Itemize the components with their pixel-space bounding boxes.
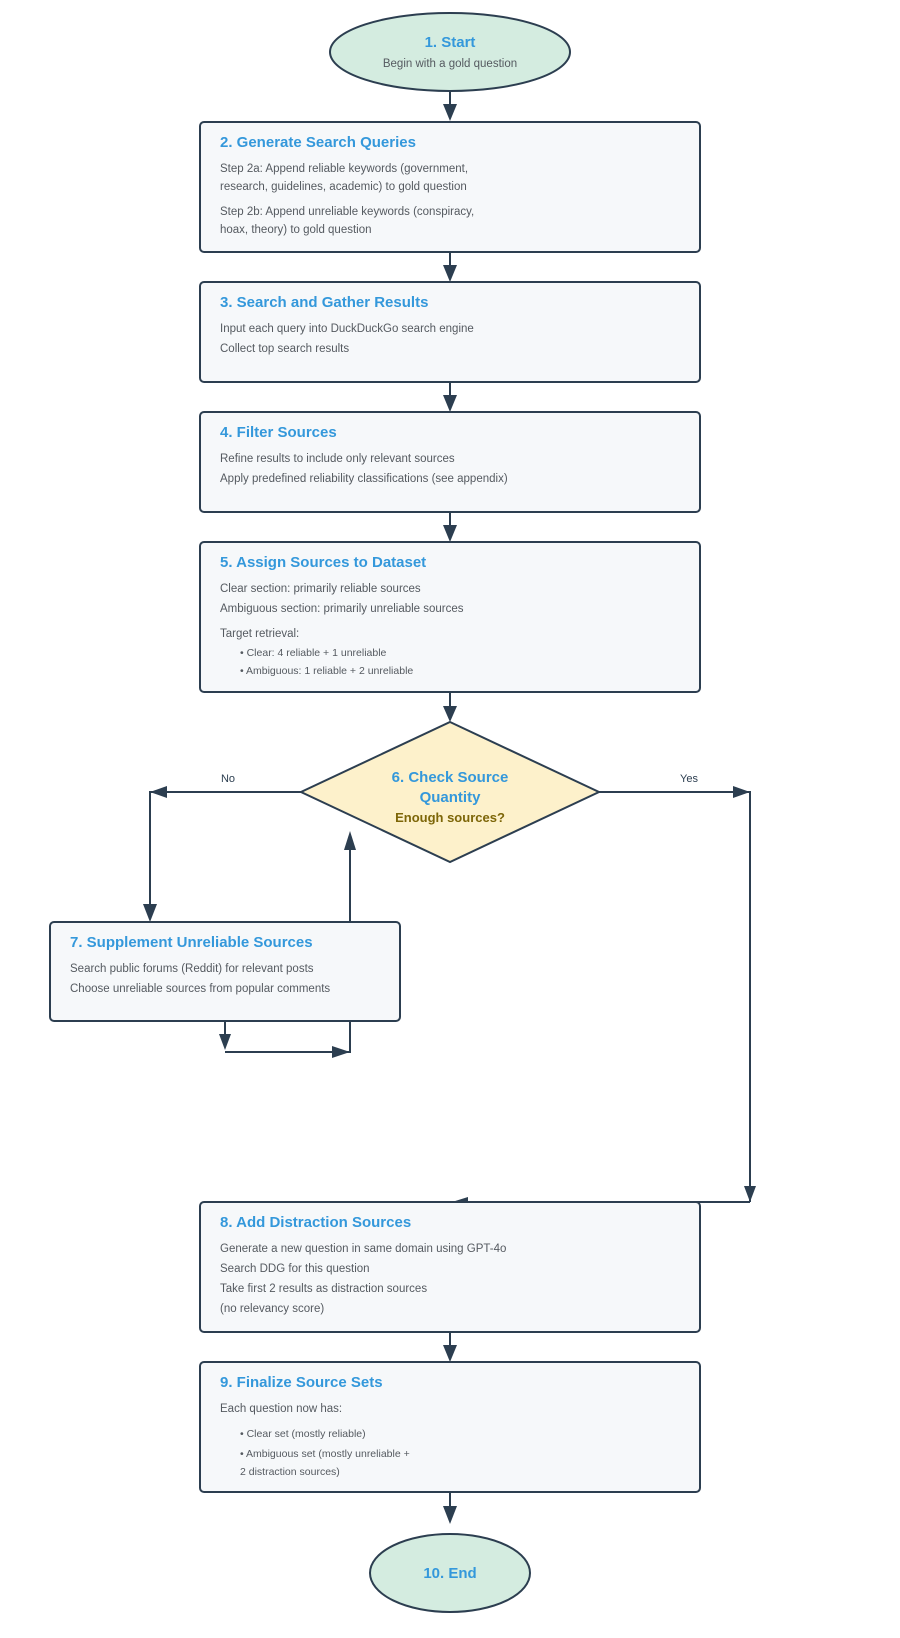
edge-label-no: No <box>221 773 235 785</box>
filter-title: 4. Filter Sources <box>220 424 337 441</box>
search-title: 3. Search and Gather Results <box>220 294 428 311</box>
assign-line: Ambiguous section: primarily unreliable … <box>220 603 464 615</box>
arrowhead <box>150 786 167 798</box>
arrowhead <box>143 904 157 922</box>
search-box <box>199 281 701 383</box>
arrowhead <box>443 395 457 412</box>
filter-sources-node: 4. Filter Sources Refine results to incl… <box>199 411 701 513</box>
filter-line: Refine results to include only relevant … <box>220 453 455 465</box>
assign-box <box>199 541 701 693</box>
edge-check-yes <box>599 791 751 1202</box>
supplement-box <box>49 921 401 1022</box>
generate-line: Step 2a: Append reliable keywords (gover… <box>220 163 468 175</box>
start-subtitle: Begin with a gold question <box>383 58 517 70</box>
supplement-sources-node: 7. Supplement Unreliable Sources Search … <box>49 921 401 1022</box>
end-title: 10. End <box>423 1565 476 1582</box>
decision-diamond <box>298 720 602 864</box>
assign-line: Target retrieval: <box>220 628 299 640</box>
assign-bullet: • Clear: 4 reliable + 1 unreliable <box>240 647 387 659</box>
start-title: 1. Start <box>425 34 476 51</box>
distraction-line: Take first 2 results as distraction sour… <box>220 1283 427 1295</box>
generate-line: research, guidelines, academic) to gold … <box>220 181 467 193</box>
decision-title-line1: 6. Check Source <box>392 769 509 786</box>
arrowhead <box>332 1046 350 1058</box>
check-quantity-decision: 6. Check Source Quantity Enough sources? <box>298 720 602 864</box>
finalize-sets-node: 9. Finalize Source Sets Each question no… <box>199 1361 701 1493</box>
distraction-line: (no relevancy score) <box>220 1303 324 1315</box>
finalize-bullet: • Ambiguous set (mostly unreliable + <box>240 1448 410 1460</box>
decision-title-line2: Quantity <box>420 789 481 806</box>
arrowhead <box>219 1034 231 1050</box>
assign-line: Clear section: primarily reliable source… <box>220 583 421 595</box>
arrowhead <box>443 265 457 282</box>
supplement-line: Choose unreliable sources from popular c… <box>70 983 330 995</box>
search-line: Collect top search results <box>220 343 349 355</box>
generate-box <box>199 121 701 253</box>
edge-check-no <box>149 791 301 910</box>
end-node: 10. End <box>369 1533 531 1613</box>
finalize-bullet: 2 distraction sources) <box>240 1466 340 1478</box>
start-node: 1. Start Begin with a gold question <box>329 12 571 92</box>
arrowhead <box>344 831 356 850</box>
generate-line: hoax, theory) to gold question <box>220 224 372 236</box>
filter-line: Apply predefined reliability classificat… <box>220 473 508 485</box>
supplement-title: 7. Supplement Unreliable Sources <box>70 934 313 951</box>
supplement-line: Search public forums (Reddit) for releva… <box>70 963 314 975</box>
arrowhead <box>443 525 457 542</box>
start-ellipse <box>329 12 571 92</box>
edge-label-yes: Yes <box>680 773 698 785</box>
assign-bullet: • Ambiguous: 1 reliable + 2 unreliable <box>240 665 413 677</box>
arrowhead <box>443 1345 457 1362</box>
arrowhead <box>443 1506 457 1524</box>
assign-sources-node: 5. Assign Sources to Dataset Clear secti… <box>199 541 701 693</box>
generate-line: Step 2b: Append unreliable keywords (con… <box>220 206 474 218</box>
generate-queries-node: 2. Generate Search Queries Step 2a: Appe… <box>199 121 701 253</box>
arrowhead <box>733 786 750 798</box>
arrowhead <box>443 104 457 121</box>
finalize-line: Each question now has: <box>220 1403 342 1415</box>
arrowhead <box>443 706 457 722</box>
assign-title: 5. Assign Sources to Dataset <box>220 554 426 571</box>
distraction-title: 8. Add Distraction Sources <box>220 1214 411 1231</box>
filter-box <box>199 411 701 513</box>
distraction-line: Generate a new question in same domain u… <box>220 1243 506 1255</box>
arrowhead <box>452 1197 468 1202</box>
search-results-node: 3. Search and Gather Results Input each … <box>199 281 701 383</box>
finalize-bullet: • Clear set (mostly reliable) <box>240 1428 366 1440</box>
search-line: Input each query into DuckDuckGo search … <box>220 323 474 335</box>
distraction-line: Search DDG for this question <box>220 1263 370 1275</box>
end-ellipse <box>369 1533 531 1613</box>
arrowhead <box>744 1186 756 1202</box>
decision-question: Enough sources? <box>395 810 505 825</box>
generate-title: 2. Generate Search Queries <box>220 134 416 151</box>
distraction-box <box>199 1201 701 1333</box>
finalize-box <box>199 1361 701 1493</box>
distraction-sources-node: 8. Add Distraction Sources Generate a ne… <box>199 1201 701 1333</box>
finalize-title: 9. Finalize Source Sets <box>220 1374 383 1391</box>
